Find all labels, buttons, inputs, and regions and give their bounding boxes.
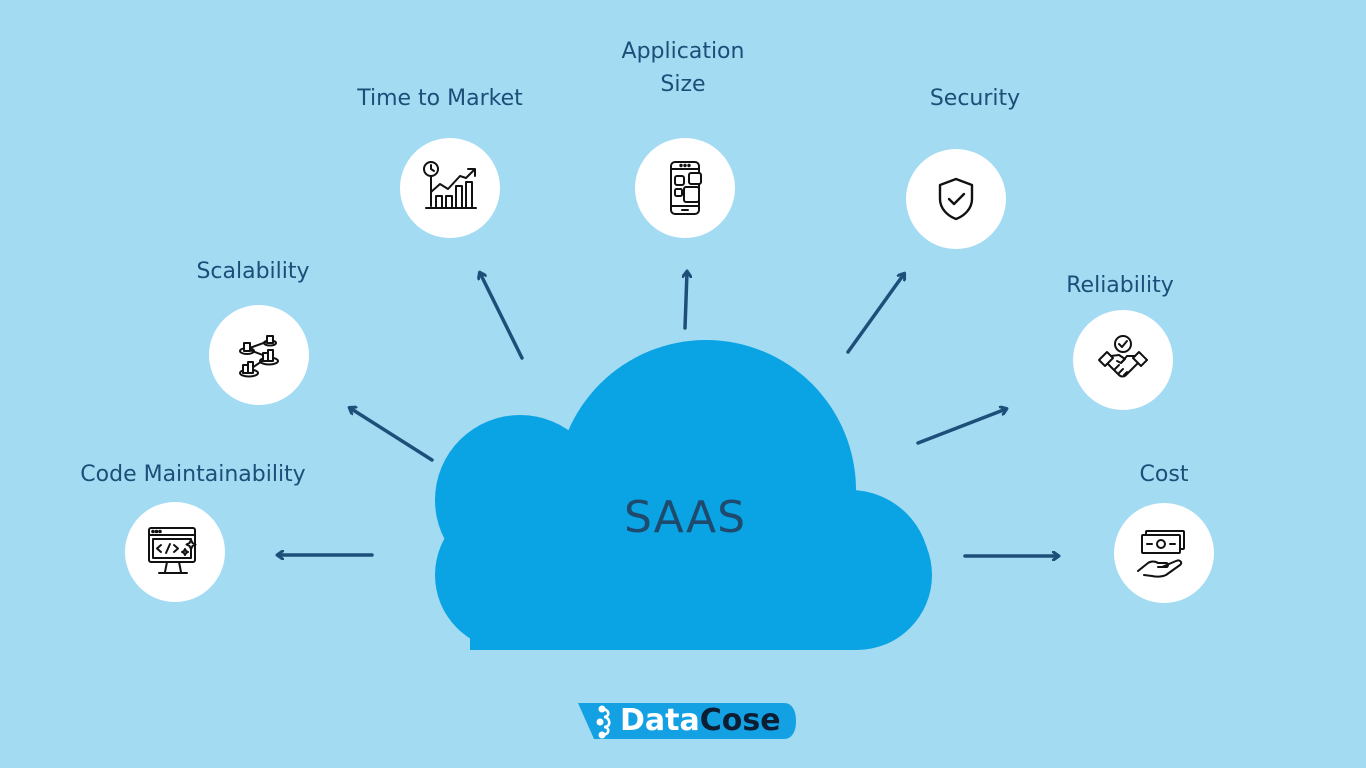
node-scalability <box>209 305 309 405</box>
node-label-reliability: Reliability <box>1066 273 1174 298</box>
code-monitor-icon <box>148 527 197 574</box>
mobile-app-icon <box>670 161 702 215</box>
node-label-security: Security <box>929 86 1021 111</box>
handshake-check-icon <box>1098 335 1148 378</box>
node-time-to-market <box>400 138 500 238</box>
cloud-label: SAAS <box>623 492 747 543</box>
arrow-application-size <box>685 272 687 330</box>
brand-logo <box>578 703 796 739</box>
arrow-security <box>846 274 904 354</box>
saas-cloud <box>435 340 932 650</box>
node-reliability <box>1073 310 1173 410</box>
brand-wordmark-part2: Cose <box>699 703 781 738</box>
node-label-time-to-market: Time to Market <box>357 86 523 111</box>
brand-mark-icon <box>596 705 611 739</box>
shield-check-icon <box>938 177 974 221</box>
network-scale-icon <box>239 335 279 378</box>
node-label-application-size-line1: Application <box>621 39 745 64</box>
growth-chart-clock-icon <box>423 161 477 209</box>
node-cost <box>1114 503 1214 603</box>
node-security <box>906 149 1006 249</box>
money-hand-icon <box>1137 530 1185 578</box>
arrow-scalability <box>350 408 434 462</box>
brand-wordmark: DataCose <box>620 701 781 741</box>
node-label-scalability: Scalability <box>196 259 310 284</box>
node-label-application-size-line2: Size <box>660 72 706 97</box>
node-label-cost: Cost <box>1139 462 1189 487</box>
node-code-maintainability <box>125 502 225 602</box>
node-label-code-maintainability: Code Maintainability <box>80 462 306 487</box>
node-application-size <box>635 138 735 238</box>
arrow-reliability <box>916 409 1006 445</box>
brand-wordmark-part1: Data <box>620 703 700 738</box>
arrow-time-to-market <box>480 273 524 360</box>
